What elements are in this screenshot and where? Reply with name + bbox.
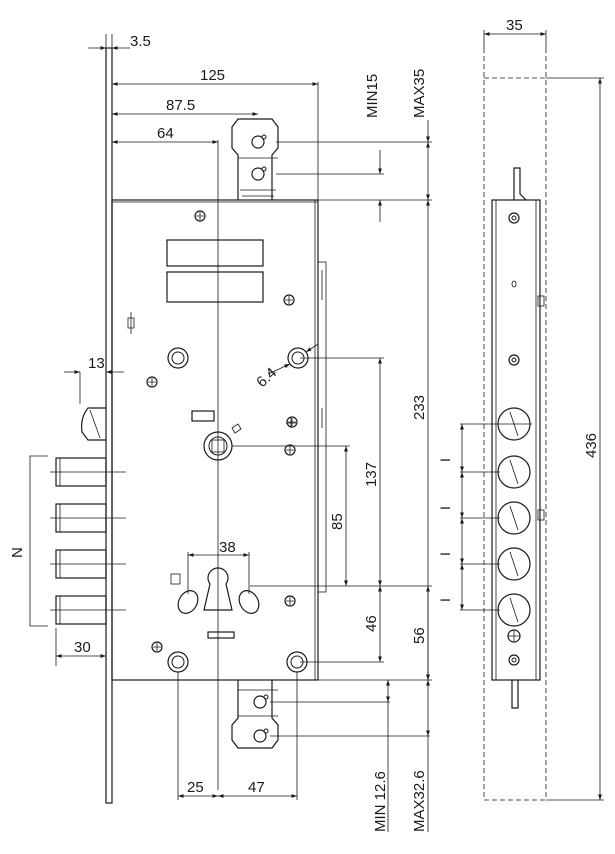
dim-keeper-min: MIN15 [364, 74, 381, 118]
dim-cylinder-to-bottom: 56 [411, 627, 428, 644]
dim-hole-diameter: 6.4 [253, 364, 280, 391]
top-mounting-tab [231, 118, 279, 200]
latch-bolt [81, 407, 106, 441]
side-bolts [497, 407, 531, 627]
dim-follower-to-cylinder: 85 [329, 513, 346, 530]
dim-height-body: 233 [411, 395, 428, 420]
dim-spacing-3: I [437, 552, 453, 556]
dim-spacing-4: I [437, 598, 453, 602]
dim-cylinder-to-hole: 46 [363, 615, 380, 632]
screw-holes [146, 210, 298, 653]
dim-width-total: 125 [200, 67, 225, 84]
side-body [491, 199, 541, 681]
dim-bottom-max: MAX32.6 [411, 770, 428, 832]
dim-lower-left: 25 [187, 779, 204, 796]
dim-spacing-1: I [437, 458, 453, 462]
dim-faceplate-thickness: 3.5 [130, 33, 151, 50]
dim-spacing-2: I [437, 506, 453, 510]
dim-keeper-max: MAX35 [411, 69, 428, 118]
dim-spindle-to-cylinder: 137 [363, 462, 380, 487]
dim-side-height: 436 [583, 433, 600, 458]
dim-bolt-group: N [9, 547, 26, 558]
dim-side-thickness: 35 [506, 17, 523, 34]
dim-lower-right: 47 [248, 779, 265, 796]
dead-bolts [50, 457, 126, 625]
dim-width-mid: 87.5 [166, 97, 195, 114]
mounting-holes [167, 347, 309, 673]
cylinder-cutout [170, 567, 260, 639]
bottom-mounting-tab [231, 680, 279, 749]
dim-bottom-min: MIN 12.6 [372, 771, 389, 832]
dim-cylinder-width: 38 [219, 539, 236, 556]
dim-bolt-throw: 13 [88, 355, 105, 372]
dim-bolt-projection: 30 [74, 639, 91, 656]
dim-backset: 64 [157, 125, 174, 142]
front-view: 3.5 125 87.5 64 MIN15 MAX35 233 13 6.4 1… [9, 33, 432, 832]
side-view: 35 436 I I I I [437, 17, 604, 801]
faceplate [105, 47, 113, 804]
